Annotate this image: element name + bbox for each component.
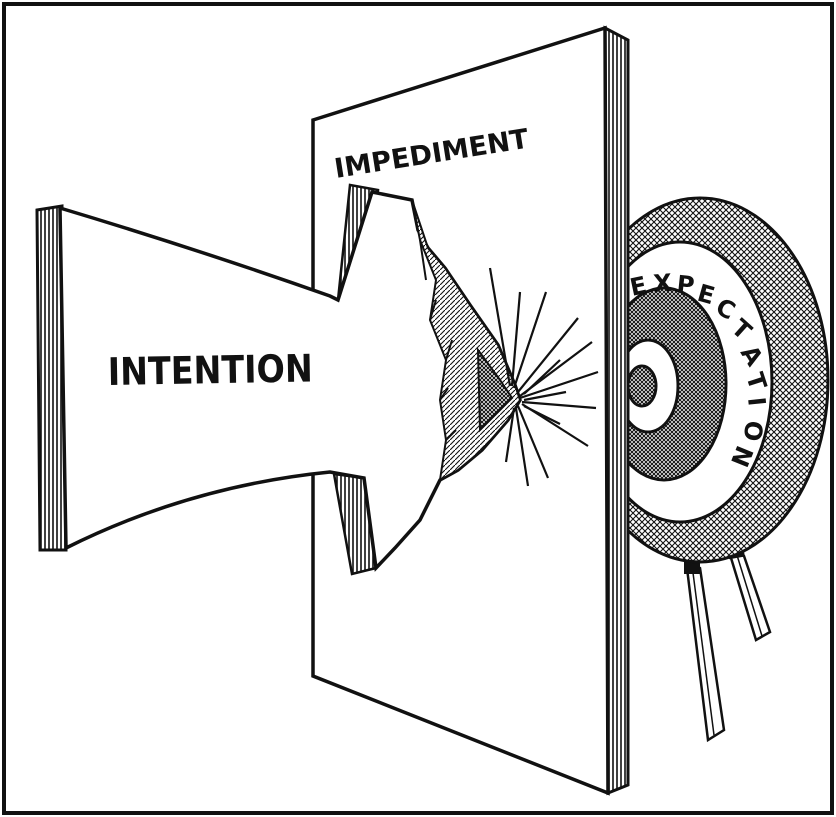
- svg-text:P: P: [675, 270, 695, 300]
- intention-label: INTENTION: [107, 346, 313, 394]
- svg-text:X: X: [652, 269, 673, 298]
- svg-text:O: O: [738, 419, 768, 442]
